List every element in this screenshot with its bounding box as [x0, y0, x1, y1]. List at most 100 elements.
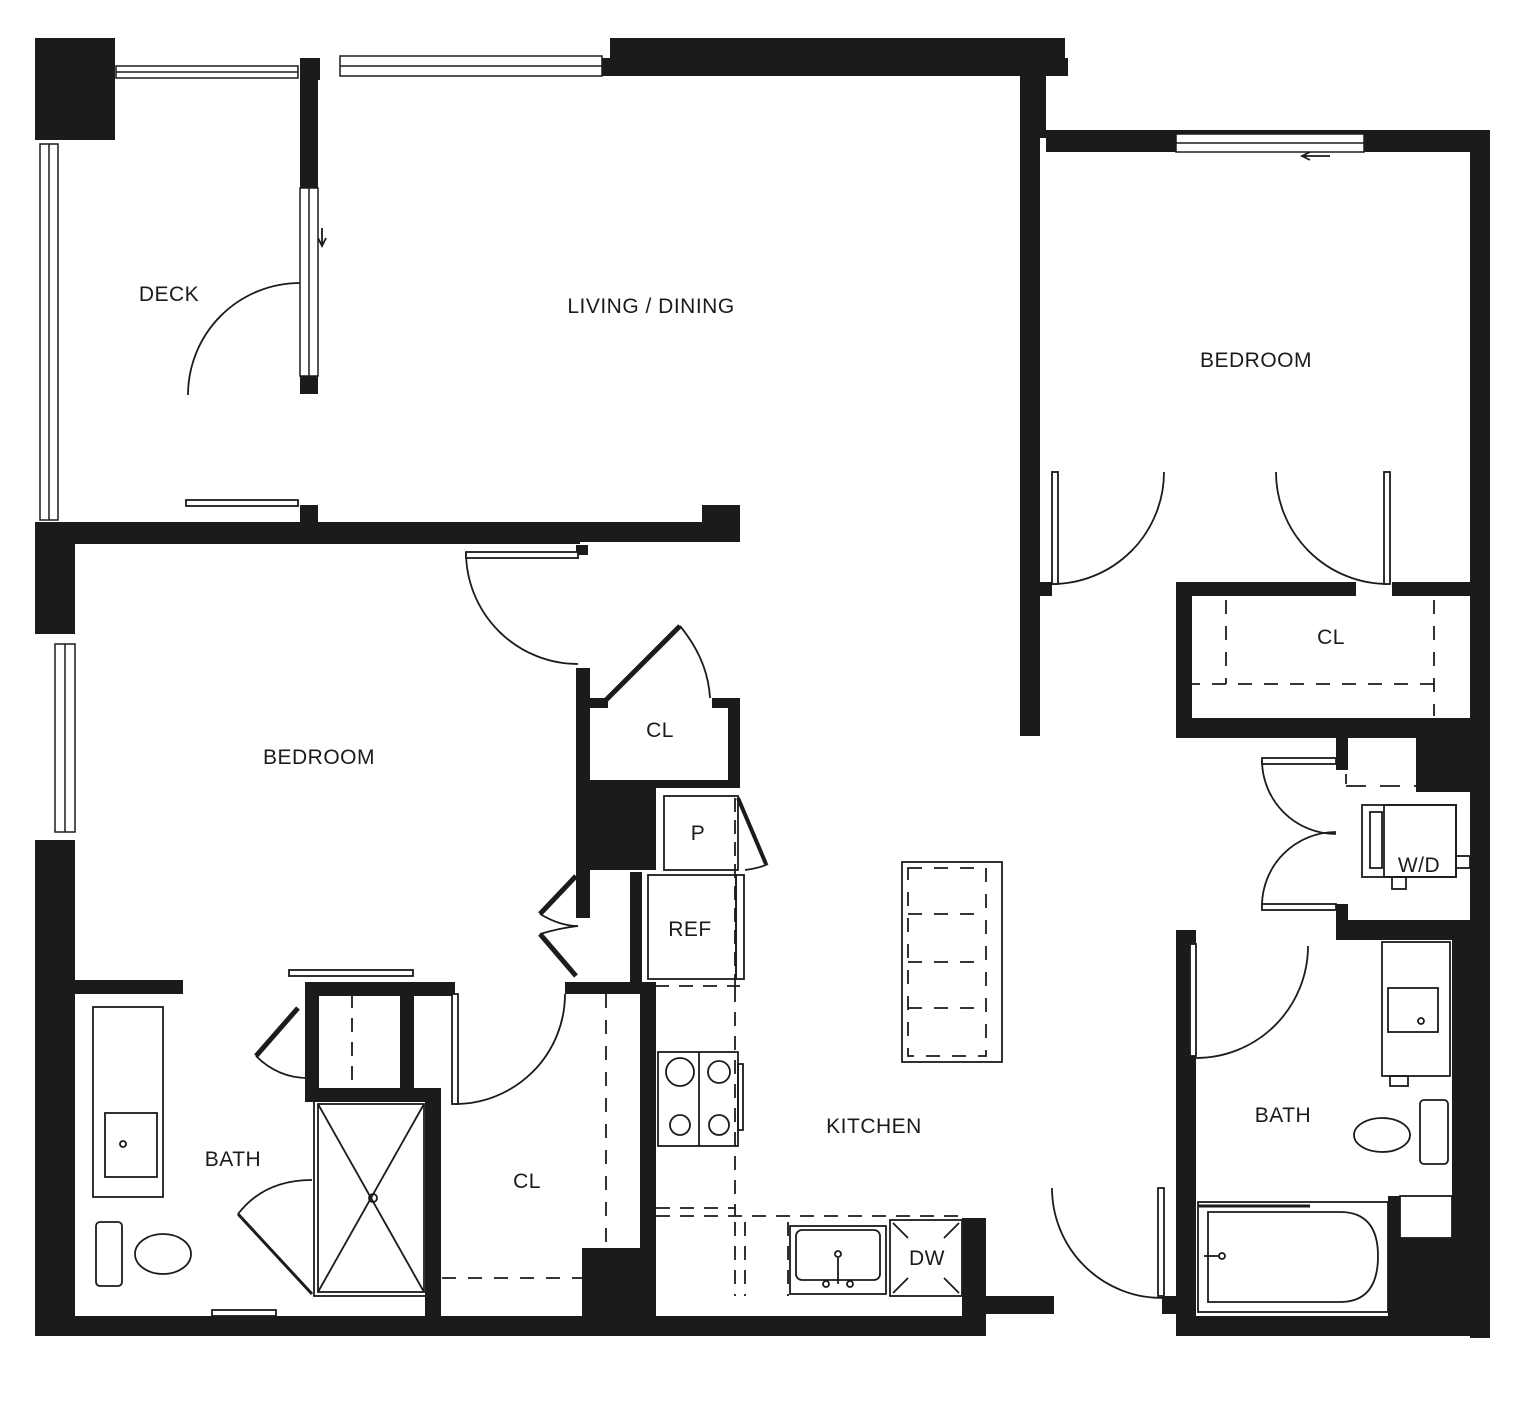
wall [565, 982, 655, 994]
wall [630, 872, 642, 982]
bath-left-linen-door [254, 994, 353, 1086]
doors [185, 282, 1391, 1299]
kitchen-counter [655, 985, 962, 1296]
wall [75, 980, 183, 994]
dishwasher [889, 1219, 963, 1297]
room-label-refrigerator: REF [668, 918, 712, 941]
door-leaf [1261, 757, 1337, 765]
door-swing [1275, 471, 1389, 585]
wall [80, 38, 115, 44]
bath-left-toilet [95, 1221, 192, 1287]
wall [300, 58, 318, 188]
windows [39, 55, 1365, 833]
door-swing [1195, 945, 1309, 1059]
bedroom-right-closet-shelf [1186, 600, 1435, 716]
room-label-deck: DECK [138, 283, 200, 306]
wall [1176, 718, 1476, 738]
slider-arrow-icon [1299, 151, 1330, 161]
wall [1452, 940, 1470, 1336]
wall [1162, 1296, 1176, 1314]
wall [35, 38, 115, 140]
wall [578, 788, 656, 870]
door-leaf [1383, 471, 1391, 585]
wall [1416, 732, 1470, 792]
door-swing [1051, 471, 1165, 585]
door-swing [1261, 759, 1337, 835]
pantry [663, 795, 769, 871]
door-leaf [1261, 903, 1337, 911]
wall [305, 1088, 440, 1102]
bath-right-toilet [1353, 1099, 1449, 1165]
room-label-living-dining: LIVING / DINING [567, 295, 735, 318]
wall [400, 982, 414, 1094]
wall [640, 982, 656, 1336]
wall [1020, 130, 1040, 736]
washer-dryer [1345, 738, 1471, 890]
wall [600, 58, 1065, 76]
refrigerator [647, 798, 745, 990]
stove [657, 1051, 744, 1147]
wall [1336, 730, 1348, 770]
door-swing [187, 282, 301, 396]
slider-arrow-icon [317, 228, 327, 249]
room-label-closet-bedroom-left: CL [513, 1170, 541, 1193]
bath-right-towel-bar [1188, 1095, 1195, 1169]
wall [962, 1218, 986, 1336]
wall [1336, 904, 1348, 924]
room-label-bedroom-left: BEDROOM [262, 746, 376, 769]
wall [702, 505, 740, 540]
wall [1176, 582, 1192, 736]
kitchen-sink [789, 1225, 887, 1295]
wall [1020, 58, 1068, 76]
door-leaf [1189, 943, 1197, 1057]
room-label-dishwasher: DW [909, 1247, 945, 1270]
wall [1026, 582, 1052, 596]
walls [35, 38, 1490, 1338]
wall [35, 840, 75, 1335]
room-label-kitchen: KITCHEN [826, 1115, 922, 1138]
wall [1470, 130, 1490, 1338]
bedroom-left-shelf [288, 969, 414, 977]
room-label-bedroom-right: BEDROOM [1199, 349, 1313, 372]
fixtures [92, 151, 1471, 1317]
wall [1336, 920, 1476, 940]
shower [313, 1099, 429, 1297]
door-swing [465, 551, 579, 665]
wall [610, 38, 1065, 58]
bath-right-vanity [1381, 941, 1451, 1087]
room-label-bath-right: BATH [1254, 1104, 1312, 1127]
wall [1176, 582, 1356, 596]
door-swing [454, 993, 566, 1105]
bathtub [1197, 1195, 1453, 1313]
door-swing [1261, 831, 1337, 907]
room-label-pantry: P [690, 822, 706, 845]
wall [588, 780, 740, 788]
bath-left-towel-bar [211, 1309, 277, 1317]
door-leaf [185, 499, 299, 507]
kitchen-island [901, 861, 1003, 1063]
door-leaf [465, 551, 579, 559]
wall [305, 982, 319, 1094]
wall [305, 982, 455, 996]
wall [300, 376, 318, 394]
wall [1392, 582, 1472, 596]
hall-closet-door [604, 624, 711, 702]
room-label-closet-bedroom-right: CL [1317, 626, 1345, 649]
wall [1176, 1316, 1476, 1336]
door-leaf [451, 993, 459, 1105]
bath-left-vanity [92, 1006, 164, 1198]
wall [425, 1088, 441, 1316]
wall [984, 1296, 1054, 1314]
wall [712, 698, 740, 708]
bedroom-left-closet-shelf [442, 994, 607, 1279]
room-label-washer-dryer: W/D [1397, 854, 1441, 877]
door-leaf [1157, 1187, 1165, 1297]
wall [35, 1316, 985, 1336]
room-label-bath-left: BATH [204, 1148, 262, 1171]
wall [588, 698, 608, 708]
wall [35, 522, 580, 544]
door-swing [1051, 1187, 1163, 1299]
door-leaf [1051, 471, 1059, 585]
shower-door [236, 1179, 314, 1296]
